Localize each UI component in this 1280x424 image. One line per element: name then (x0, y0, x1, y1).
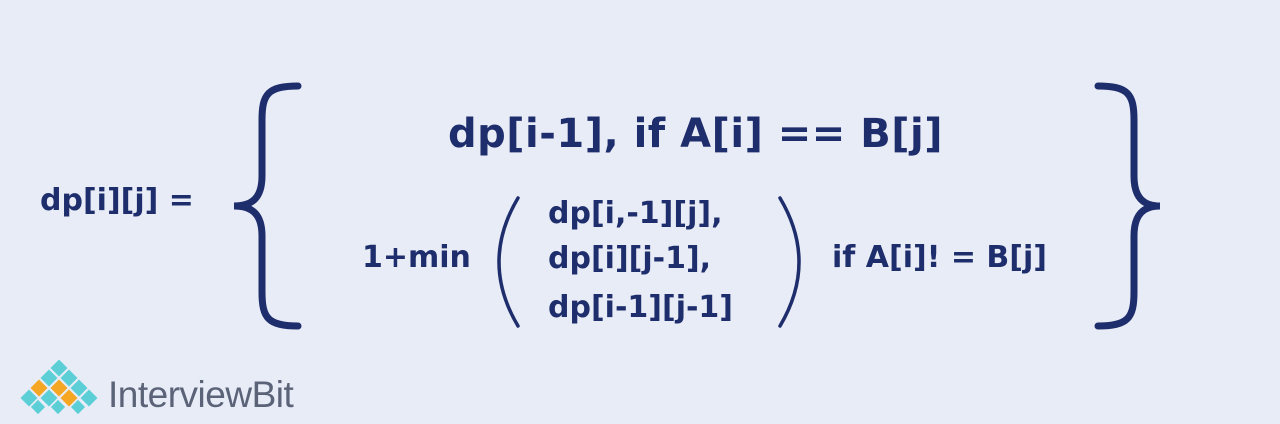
left-curly-brace (233, 82, 302, 330)
right-parenthesis (778, 196, 801, 328)
diamond-grid-logo-icon (20, 360, 98, 415)
right-curly-brace (1094, 82, 1161, 330)
min-argument: dp[i][j-1], (548, 241, 712, 276)
min-argument: dp[i-1][j-1] (548, 290, 734, 325)
brand-wordmark: InterviewBit (108, 374, 294, 415)
case-equal: dp[i-1], if A[i] == B[j] (448, 111, 944, 157)
case-not-equal-condition: if A[i]! = B[j] (832, 240, 1047, 275)
min-function-label: 1+min (362, 240, 471, 275)
left-parenthesis (497, 196, 520, 328)
equation-lhs: dp[i][j] = (40, 183, 194, 218)
brand-name-part2: Bit (251, 374, 294, 415)
brand-name-part1: Interview (108, 374, 252, 415)
min-argument: dp[i,-1][j], (548, 196, 723, 231)
